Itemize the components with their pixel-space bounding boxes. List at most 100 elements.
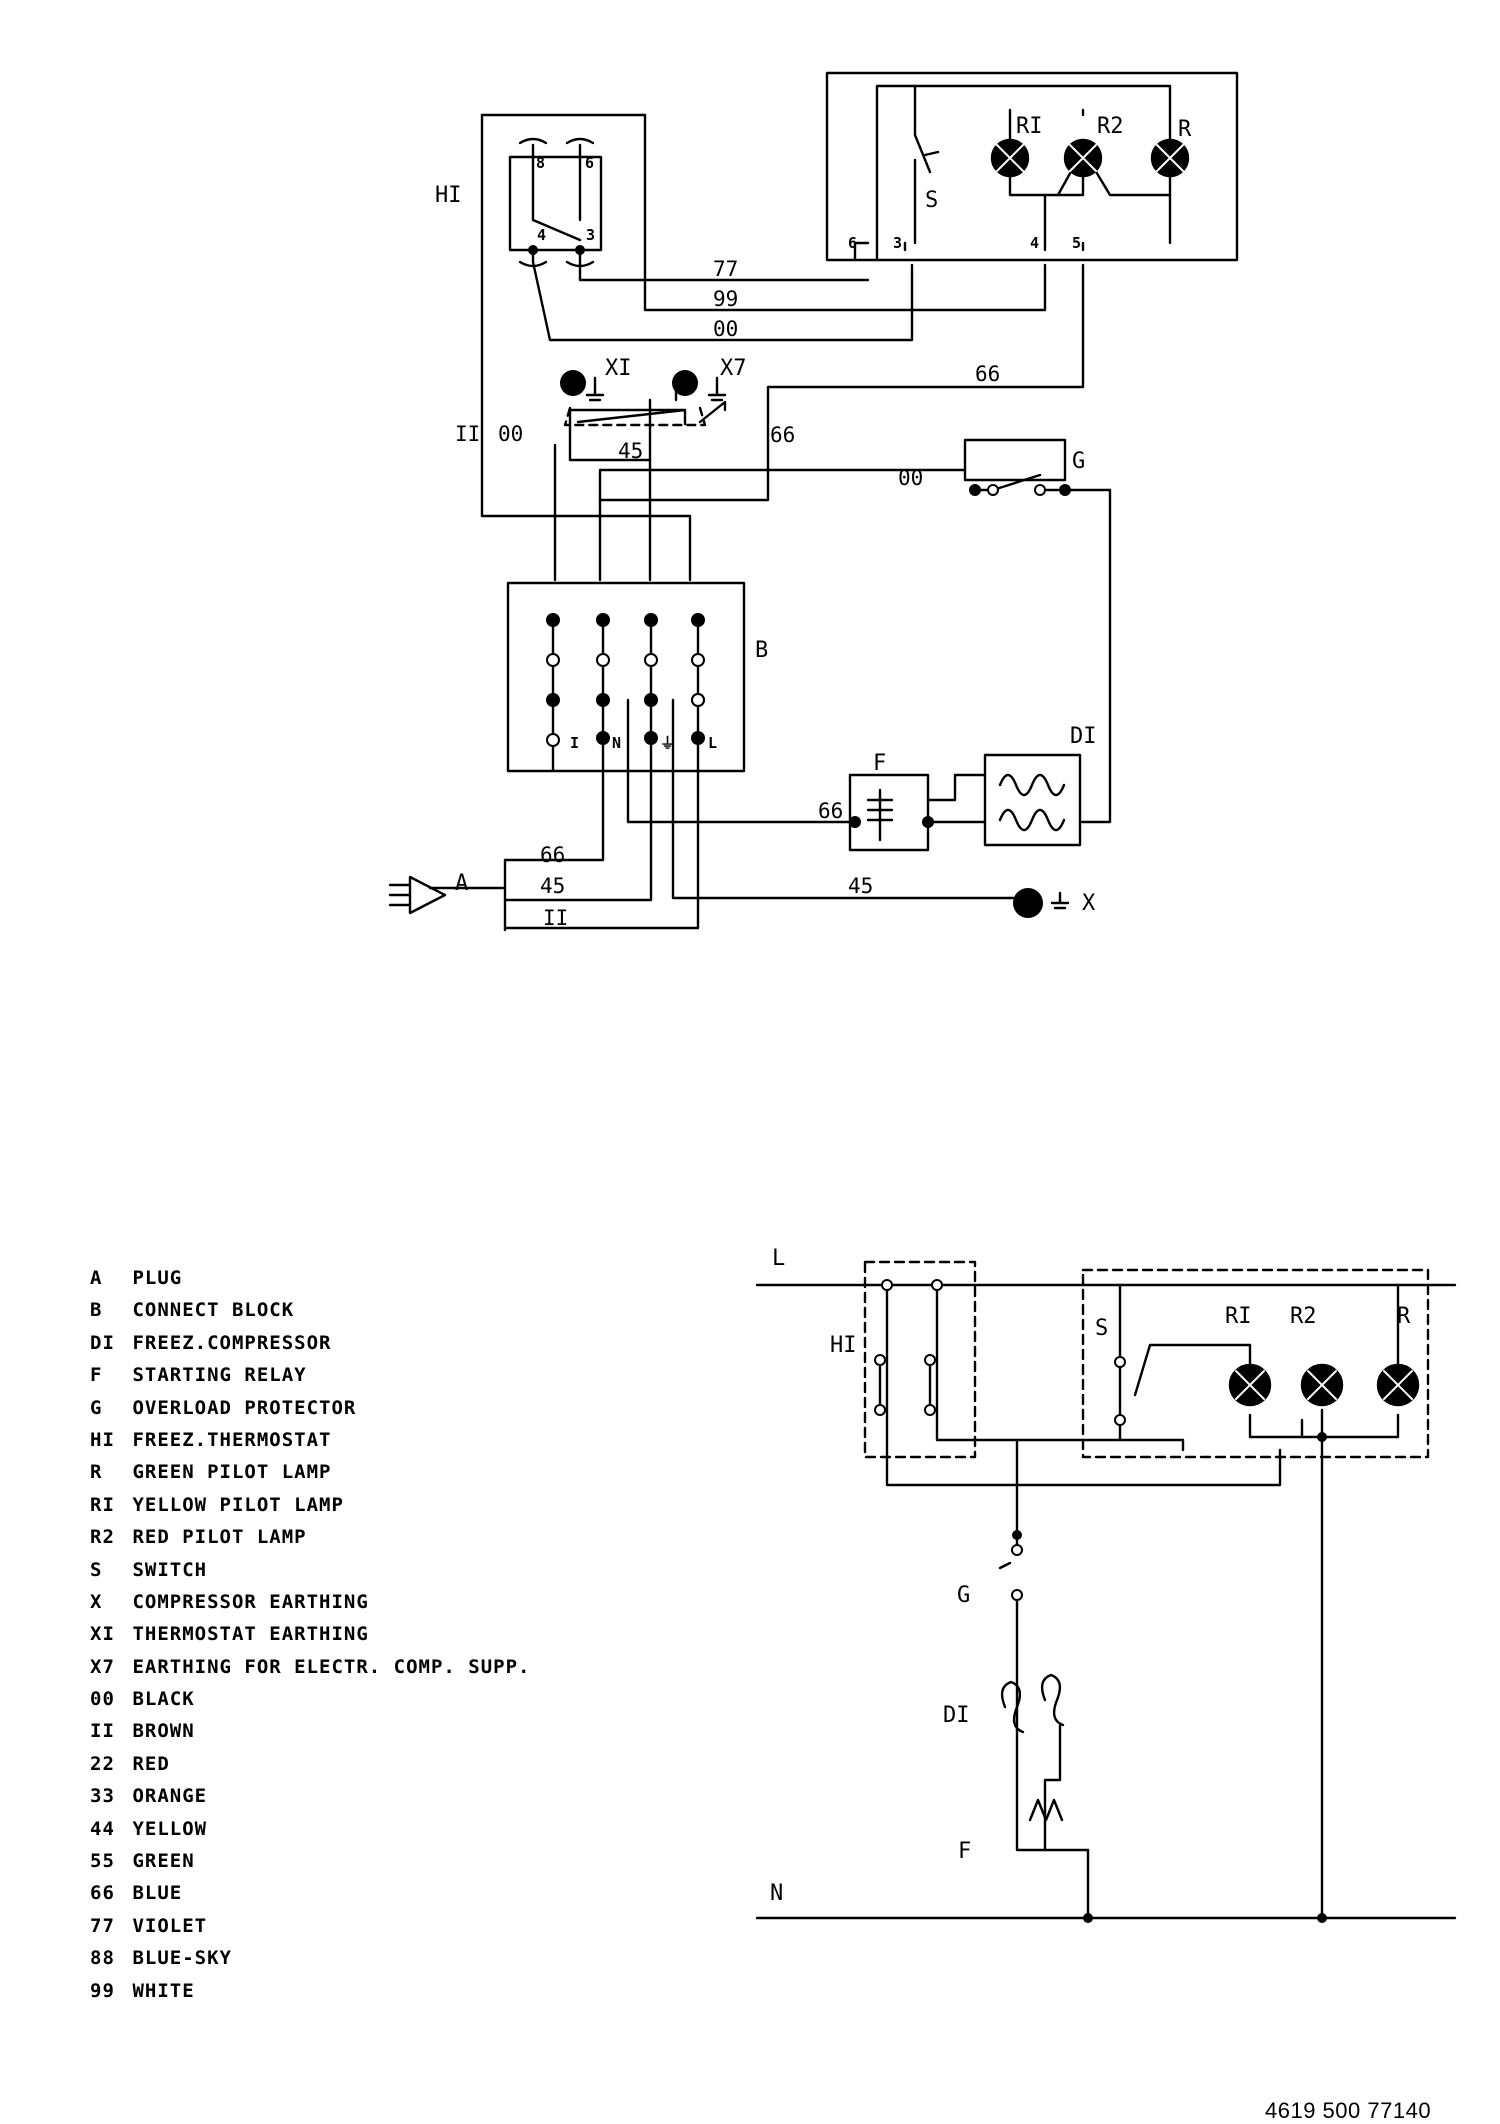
legend-text: FREEZ.THERMOSTAT bbox=[132, 1428, 332, 1451]
thermostat-pin: 4 bbox=[537, 226, 546, 244]
legend-code: R bbox=[90, 1461, 103, 1484]
wire-number: 66 bbox=[975, 362, 1000, 386]
block-terminal-label: ⏚ bbox=[660, 734, 675, 752]
wire-number: 66 bbox=[818, 799, 843, 823]
block-terminal-label: N bbox=[612, 734, 621, 752]
legend-text: VIOLET bbox=[132, 1914, 208, 1937]
legend-text: BLUE-SKY bbox=[132, 1947, 232, 1970]
legend-text: THERMOSTAT EARTHING bbox=[132, 1623, 369, 1646]
label-thermostat-hi: HI bbox=[435, 183, 462, 208]
wires-bottom bbox=[428, 698, 1082, 932]
label-schematic-s: S bbox=[1095, 1316, 1108, 1341]
label-schematic-ri: RI bbox=[1225, 1304, 1252, 1329]
label-schematic-hi: HI bbox=[830, 1333, 857, 1358]
legend-item: B CONNECT BLOCK bbox=[90, 1294, 531, 1326]
legend-item: G OVERLOAD PROTECTOR bbox=[90, 1392, 531, 1424]
thermostat-pin: 6 bbox=[585, 154, 594, 172]
schematic-lamp-r bbox=[1376, 1363, 1420, 1407]
legend-item: 77 VIOLET bbox=[90, 1910, 531, 1942]
block-terminal-label: L bbox=[708, 734, 717, 752]
legend-text: RED PILOT LAMP bbox=[132, 1526, 307, 1549]
legend-item: 55 GREEN bbox=[90, 1845, 531, 1877]
thermostat-hi bbox=[508, 137, 603, 268]
label-lamp-r2: R2 bbox=[1097, 114, 1124, 139]
legend-text: RED bbox=[132, 1752, 170, 1775]
legend-code: 00 bbox=[90, 1688, 115, 1711]
label-plug-a: A bbox=[455, 871, 468, 896]
legend-item: R GREEN PILOT LAMP bbox=[90, 1456, 531, 1488]
earth-x1 bbox=[585, 376, 605, 402]
legend-code: II bbox=[90, 1720, 115, 1743]
legend-item: 88 BLUE-SKY bbox=[90, 1942, 531, 1974]
legend-code: 77 bbox=[90, 1914, 115, 1937]
legend-text: COMPRESSOR EARTHING bbox=[132, 1590, 369, 1613]
legend-code: XI bbox=[90, 1623, 115, 1646]
legend-text: CONNECT BLOCK bbox=[132, 1299, 295, 1322]
label-earth-x7: X7 bbox=[720, 356, 747, 381]
lamp-r2 bbox=[1063, 138, 1103, 178]
label-schematic-f: F bbox=[958, 1839, 971, 1864]
legend-item: X7 EARTHING FOR ELECTR. COMP. SUPP. bbox=[90, 1651, 531, 1683]
wire-number: 45 bbox=[618, 439, 643, 463]
legend-item: 99 WHITE bbox=[90, 1975, 531, 2007]
legend-text: FREEZ.COMPRESSOR bbox=[132, 1331, 332, 1354]
legend-item: A PLUG bbox=[90, 1262, 531, 1294]
wire-number: 66 bbox=[770, 423, 795, 447]
legend-code: HI bbox=[90, 1428, 115, 1451]
wires-top bbox=[480, 113, 1085, 582]
thermostat-pin: 3 bbox=[586, 226, 595, 244]
wire-number: 45 bbox=[848, 874, 873, 898]
panel-pin: 4 bbox=[1030, 234, 1039, 252]
label-line-l: L bbox=[772, 1246, 785, 1271]
label-switch-s: S bbox=[925, 188, 938, 213]
legend-code: S bbox=[90, 1558, 103, 1581]
schematic bbox=[755, 1260, 1457, 1920]
thermostat-pin: 8 bbox=[536, 154, 545, 172]
label-connect-block-b: B bbox=[755, 638, 768, 663]
legend-text: PLUG bbox=[132, 1267, 183, 1289]
legend-code: X bbox=[90, 1590, 103, 1613]
legend-code: F bbox=[90, 1364, 103, 1387]
legend-text: GREEN bbox=[132, 1850, 195, 1873]
lamp-r bbox=[1150, 138, 1190, 178]
legend-code: DI bbox=[90, 1331, 115, 1354]
legend-code: 99 bbox=[90, 1979, 115, 2002]
plug-a bbox=[388, 875, 447, 915]
legend-text: YELLOW PILOT LAMP bbox=[132, 1493, 344, 1516]
wire-number: 77 bbox=[713, 257, 738, 281]
legend-item: 44 YELLOW bbox=[90, 1813, 531, 1845]
label-lamp-ri: RI bbox=[1016, 114, 1043, 139]
legend-item: RI YELLOW PILOT LAMP bbox=[90, 1489, 531, 1521]
legend-item: 00 BLACK bbox=[90, 1683, 531, 1715]
label-relay-f: F bbox=[873, 751, 886, 776]
panel-pin: 3 bbox=[893, 234, 902, 252]
wire-number: 66 bbox=[540, 843, 565, 867]
legend-text: BLUE bbox=[132, 1882, 183, 1905]
wire-number: 00 bbox=[713, 317, 738, 341]
legend-text: ORANGE bbox=[132, 1785, 208, 1808]
legend-item: X COMPRESSOR EARTHING bbox=[90, 1586, 531, 1618]
legend-code: A bbox=[90, 1267, 103, 1289]
label-earth-x: X bbox=[1082, 891, 1096, 916]
legend-item: XI THERMOSTAT EARTHING bbox=[90, 1618, 531, 1650]
label-schematic-g: G bbox=[957, 1583, 970, 1608]
legend-code: R2 bbox=[90, 1526, 115, 1549]
block-terminal-label: I bbox=[570, 734, 579, 752]
legend-code: B bbox=[90, 1299, 103, 1322]
wire-number: II bbox=[455, 422, 480, 446]
label-neutral-n: N bbox=[770, 1881, 783, 1906]
lamp-ri bbox=[990, 138, 1030, 178]
label-schematic-r2: R2 bbox=[1290, 1304, 1317, 1329]
earth-x7 bbox=[707, 376, 727, 402]
legend-text: BROWN bbox=[132, 1720, 195, 1743]
wire-number: 45 bbox=[540, 874, 565, 898]
legend-code: 66 bbox=[90, 1882, 115, 1905]
legend-item: 66 BLUE bbox=[90, 1877, 531, 1909]
earth-x1-terminal bbox=[560, 370, 586, 396]
label-schematic-di: DI bbox=[943, 1703, 970, 1728]
label-lamp-r: R bbox=[1178, 117, 1192, 142]
legend-code: RI bbox=[90, 1493, 115, 1516]
x1-x7-dashed-link bbox=[563, 406, 707, 427]
schematic-lamp-r2 bbox=[1300, 1363, 1344, 1407]
